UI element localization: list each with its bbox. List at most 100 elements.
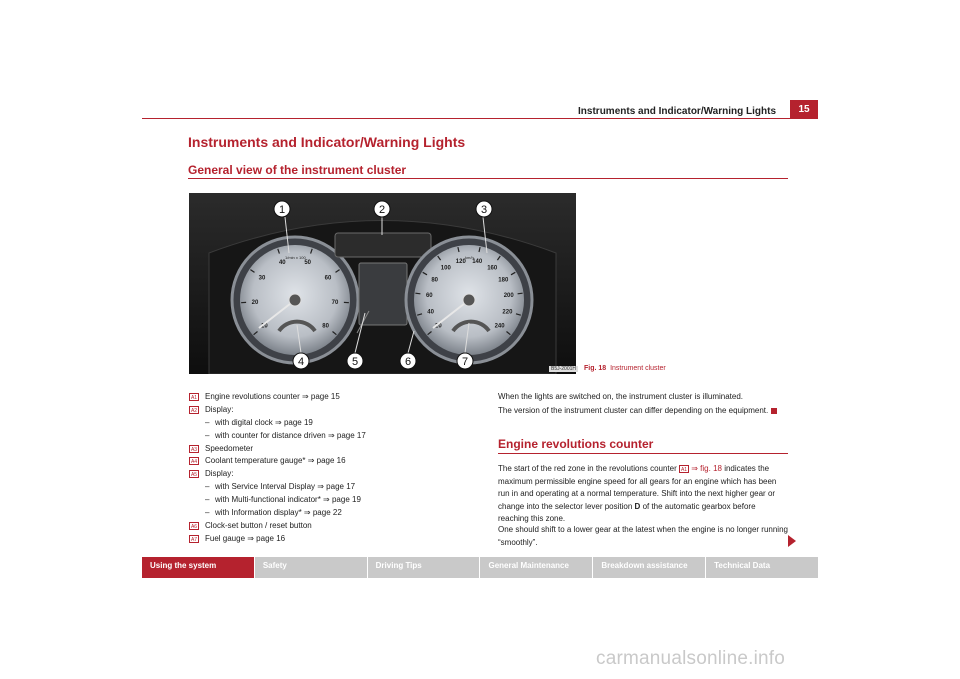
speed-label: 240 bbox=[495, 324, 506, 330]
legend-number-box: A2 bbox=[189, 405, 199, 414]
legend-text: Engine revolutions counter ⇒ page 15 bbox=[205, 392, 340, 401]
nav-tab[interactable]: Safety bbox=[255, 557, 368, 578]
rev-tick bbox=[253, 331, 258, 336]
speed-tick bbox=[515, 313, 521, 316]
speed-tick bbox=[427, 331, 432, 336]
callout-number: 4 bbox=[298, 356, 304, 368]
callout-number: 5 bbox=[352, 356, 358, 368]
page-number: 15 bbox=[790, 100, 818, 119]
legend-item: –with digital clock ⇒ page 19 bbox=[189, 417, 479, 430]
legend-dash: – bbox=[205, 508, 210, 518]
legend-number-box: A7 bbox=[189, 534, 199, 543]
legend-item: –with counter for distance driven ⇒ page… bbox=[189, 430, 479, 443]
legend-number-box: A4 bbox=[189, 457, 199, 466]
end-of-section-mark bbox=[771, 407, 778, 414]
figure-code: B5J-2001H bbox=[549, 366, 579, 372]
callout-number: 6 bbox=[405, 356, 411, 368]
legend-item: –with Service Interval Display ⇒ page 17 bbox=[189, 481, 479, 494]
rev-tick bbox=[310, 248, 313, 254]
speed-label: 220 bbox=[502, 309, 513, 315]
engine-rev-heading: Engine revolutions counter bbox=[498, 437, 654, 451]
intro-paragraph-1: When the lights are switched on, the ins… bbox=[498, 392, 744, 401]
rev-label: 80 bbox=[322, 324, 329, 330]
speed-label: 80 bbox=[431, 278, 438, 284]
speed-tick bbox=[510, 271, 516, 276]
speed-tick bbox=[417, 313, 423, 316]
callout-ref-box: A1 bbox=[679, 464, 690, 473]
legend-item: A3 Speedometer bbox=[189, 443, 479, 456]
running-header-title: Instruments and Indicator/Warning Lights bbox=[578, 106, 776, 117]
figure-caption-text: Instrument cluster bbox=[610, 365, 666, 372]
speed-label: 140 bbox=[472, 259, 483, 265]
selector-position-d: D bbox=[634, 501, 641, 511]
rev-label: 20 bbox=[252, 300, 259, 306]
engine-rev-text-a: The start of the red zone in the revolut… bbox=[498, 464, 677, 473]
rev-label: 40 bbox=[279, 260, 286, 266]
legend-text: Speedometer bbox=[205, 443, 254, 453]
rev-tick bbox=[277, 248, 280, 254]
callout-number: 2 bbox=[379, 204, 385, 216]
callout-circle bbox=[346, 352, 364, 370]
legend-item: A4 Coolant temperature gauge* ⇒ page 16 bbox=[189, 455, 479, 468]
legend-item: –with Multi-functional indicator* ⇒ page… bbox=[189, 494, 479, 507]
legend-text: with Multi-functional indicator* ⇒ page … bbox=[215, 495, 361, 505]
speed-label: 60 bbox=[426, 293, 433, 299]
callout-circle bbox=[292, 352, 310, 370]
nav-tab[interactable]: Technical Data bbox=[714, 561, 771, 570]
legend-dash: – bbox=[205, 430, 210, 440]
rev-unit-label: 1/min x 100 bbox=[285, 255, 306, 260]
intro-paragraph-2: The version of the instrument cluster ca… bbox=[498, 405, 788, 418]
nav-tab[interactable]: Driving Tips bbox=[368, 557, 481, 578]
engine-rev-text-c: of the automatic gearbox before reaching… bbox=[498, 501, 756, 524]
speed-label: 160 bbox=[487, 265, 498, 271]
engine-rev-paragraph-1: The start of the red zone in the revolut… bbox=[498, 463, 788, 526]
legend-text: Display: bbox=[205, 469, 234, 479]
engine-rev-text-b: indicates the maximum permissible engine… bbox=[498, 464, 777, 511]
speed-label: 180 bbox=[498, 278, 509, 284]
section-rule bbox=[188, 178, 788, 179]
nav-tab[interactable]: Using the system bbox=[142, 557, 255, 578]
rev-tick bbox=[250, 269, 255, 273]
rev-tick bbox=[335, 269, 340, 273]
legend-text: Coolant temperature gauge* ⇒ page 16 bbox=[205, 456, 346, 466]
callout-number: 1 bbox=[279, 204, 285, 216]
figure-link[interactable]: ⇒ fig. 18 bbox=[691, 464, 722, 473]
intro-paragraph-2-text: The version of the instrument cluster ca… bbox=[498, 406, 769, 415]
speed-tick bbox=[422, 271, 428, 276]
callout-number: 7 bbox=[462, 356, 468, 368]
legend-text: with Information display* ⇒ page 22 bbox=[215, 508, 342, 518]
figure-legend-list: A1 Engine revolutions counter ⇒ page 15 A2… bbox=[189, 391, 479, 546]
nav-tab[interactable]: General Maintenance bbox=[480, 557, 594, 578]
legend-number-box: A1 bbox=[189, 393, 199, 401]
legend-number-box: A5 bbox=[189, 470, 199, 479]
engine-rev-rule bbox=[498, 453, 788, 454]
legend-dash: – bbox=[205, 482, 210, 492]
legend-text: with Service Interval Display ⇒ page 17 bbox=[215, 482, 356, 492]
continue-arrow-icon bbox=[788, 535, 796, 547]
speed-tick bbox=[415, 292, 421, 295]
speed-tick bbox=[506, 331, 511, 336]
rev-label: 10 bbox=[261, 324, 268, 330]
legend-number-box: A3 bbox=[189, 444, 199, 453]
legend-item: A5 Display: bbox=[189, 468, 479, 481]
callout-circle bbox=[273, 200, 291, 218]
rev-label: 30 bbox=[259, 276, 266, 282]
figure-caption-label: Fig. 18 bbox=[584, 365, 607, 372]
speed-label: 40 bbox=[427, 309, 434, 315]
speed-label: 200 bbox=[504, 293, 515, 299]
figure-caption: Fig. 18 Instrument cluster bbox=[584, 365, 666, 372]
speed-tick bbox=[437, 255, 442, 261]
header-rule bbox=[142, 118, 818, 119]
callout-circle bbox=[373, 200, 391, 218]
speed-tick bbox=[496, 255, 501, 261]
rev-label: 60 bbox=[325, 276, 332, 282]
nav-tab[interactable]: Breakdown assistance bbox=[593, 557, 707, 578]
section-heading: General view of the instrument cluster bbox=[188, 163, 407, 177]
